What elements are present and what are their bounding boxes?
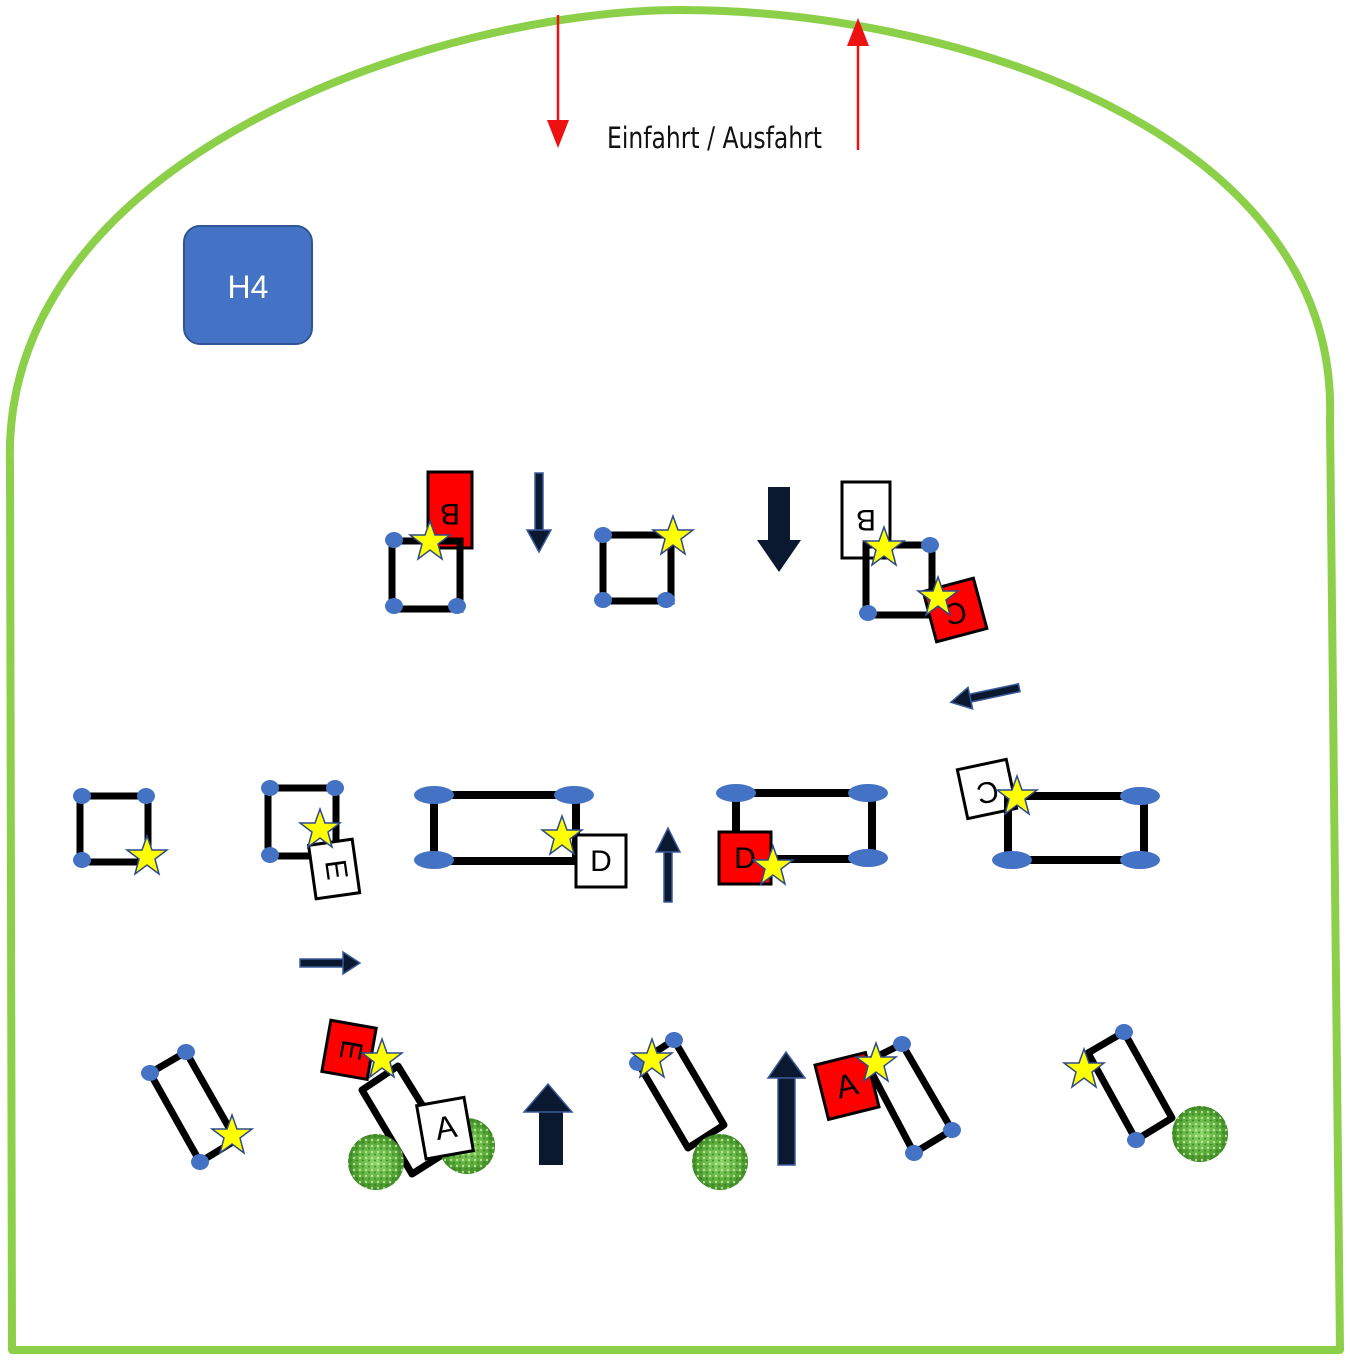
direction-arrow-up-tall <box>766 1050 807 1166</box>
exit-arrow-up <box>847 18 869 150</box>
marker-red-d-label: D <box>734 842 756 875</box>
marker-white-d-label: D <box>590 845 612 878</box>
marker-white-c: C <box>955 757 1019 821</box>
direction-arrow-right <box>299 950 362 976</box>
gate-row1-1: B <box>385 470 474 614</box>
gate-row1-2 <box>594 515 694 608</box>
gate-row3-2: E A <box>320 1018 495 1190</box>
gate-row2-2: E <box>261 780 362 901</box>
marker-red-d <box>717 830 773 886</box>
marker-red-e: E <box>320 1018 378 1082</box>
direction-arrow-up-thick <box>522 1082 574 1165</box>
bush-icon <box>1172 1106 1228 1162</box>
gate-row2-5: C <box>955 757 1160 869</box>
star-icon <box>126 835 168 875</box>
marker-red-b-label: B <box>440 497 460 530</box>
hindernis-label: H4 <box>228 269 269 305</box>
gate-row3-1 <box>141 1044 253 1170</box>
marker-white-b-label: B <box>856 503 876 536</box>
direction-arrow-down-thick <box>757 487 801 572</box>
gate-row3-4: A <box>813 1036 961 1161</box>
star-icon <box>1063 1048 1105 1088</box>
marker-white-e: E <box>306 837 362 901</box>
marker-red-a: A <box>813 1050 881 1122</box>
entry-exit-label: Einfahrt / Ausfahrt <box>607 121 822 155</box>
gate-row2-4: D <box>716 784 888 886</box>
direction-arrow-up-thin <box>654 826 682 903</box>
gate-row2-1 <box>73 788 168 875</box>
entry-arrow-down <box>547 15 569 148</box>
arena-border <box>5 6 1344 1354</box>
direction-arrow-down-thin <box>525 472 553 554</box>
bush-icon <box>348 1134 404 1190</box>
marker-white-e-label: E <box>318 858 353 882</box>
gate-row3-5 <box>1063 1024 1228 1162</box>
marker-white-a: A <box>414 1095 476 1161</box>
gate-row1-3: B C <box>840 480 989 644</box>
direction-arrow-left <box>949 682 1021 710</box>
marker-white-d <box>574 833 628 889</box>
hindernis-box: H4 <box>183 225 313 345</box>
gate-row3-3 <box>629 1032 748 1190</box>
gate-row2-3: D <box>414 786 628 889</box>
bush-icon <box>692 1134 748 1190</box>
